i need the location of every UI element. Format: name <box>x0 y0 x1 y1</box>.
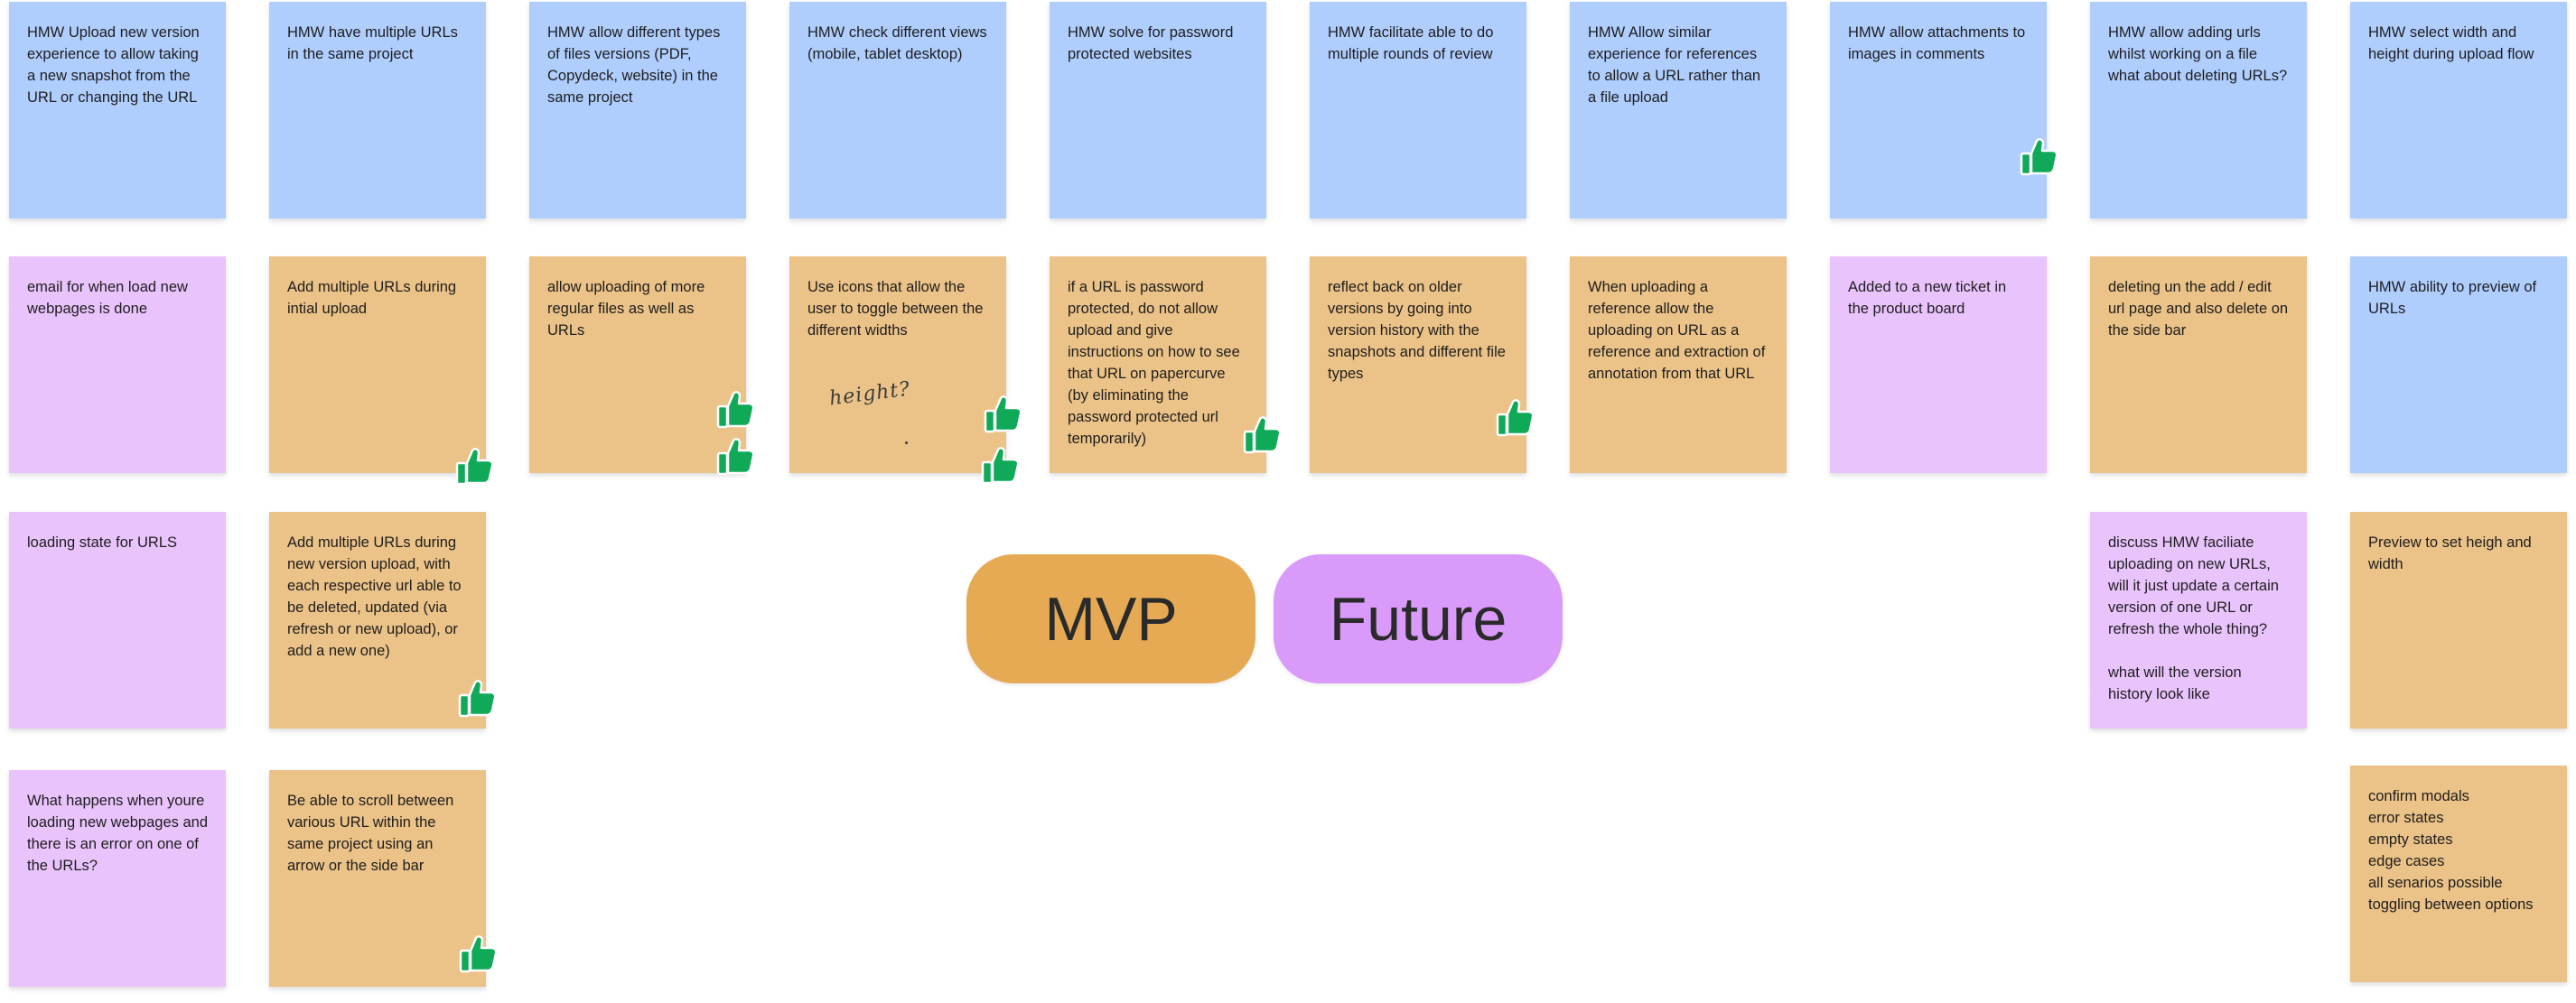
sticky-note-hmw-9[interactable]: HMW allow adding urls whilst working on … <box>2090 2 2307 218</box>
sticky-note-hmw-2[interactable]: HMW have multiple URLs in the same proje… <box>269 2 486 218</box>
future-label[interactable]: Future <box>1274 554 1563 683</box>
sticky-note-edge-cases[interactable]: confirm modals error states empty states… <box>2350 766 2567 982</box>
sticky-note-idea-10[interactable]: HMW ability to preview of URLs <box>2350 256 2567 473</box>
sticky-note-idea-3[interactable]: allow uploading of more regular files as… <box>529 256 746 473</box>
sticky-note-discuss-hmw[interactable]: discuss HMW faciliate uploading on new U… <box>2090 512 2307 729</box>
mvp-label[interactable]: MVP <box>966 554 1255 683</box>
thumbs-up-icon[interactable] <box>1495 398 1535 440</box>
sticky-note-idea-6[interactable]: reflect back on older versions by going … <box>1310 256 1526 473</box>
sticky-note-hmw-6[interactable]: HMW facilitate able to do multiple round… <box>1310 2 1526 218</box>
thumbs-up-icon[interactable] <box>715 390 755 432</box>
thumbs-up-icon[interactable] <box>983 395 1022 436</box>
ink-dot <box>905 441 908 444</box>
sticky-note-new-version-urls[interactable]: Add multiple URLs during new version upl… <box>269 512 486 729</box>
thumbs-up-icon[interactable] <box>980 446 1020 488</box>
sticky-note-idea-1[interactable]: email for when load new webpages is done <box>9 256 226 473</box>
sticky-note-hmw-8[interactable]: HMW allow attachments to images in comme… <box>1830 2 2047 218</box>
thumbs-up-icon[interactable] <box>2019 137 2058 179</box>
sticky-note-hmw-7[interactable]: HMW Allow similar experience for referen… <box>1570 2 1787 218</box>
sticky-note-preview-size[interactable]: Preview to set heigh and width <box>2350 512 2567 729</box>
sticky-note-loading-state[interactable]: loading state for URLS <box>9 512 226 729</box>
thumbs-up-icon[interactable] <box>458 934 498 976</box>
sticky-note-idea-2[interactable]: Add multiple URLs during intial upload <box>269 256 486 473</box>
sticky-note-hmw-4[interactable]: HMW check different views (mobile, table… <box>789 2 1006 218</box>
sticky-note-idea-4[interactable]: Use icons that allow the user to toggle … <box>789 256 1006 473</box>
thumbs-up-icon[interactable] <box>715 437 755 478</box>
sticky-note-error-on-url[interactable]: What happens when youre loading new webp… <box>9 770 226 987</box>
thumbs-up-icon[interactable] <box>1242 415 1282 457</box>
sticky-note-idea-8[interactable]: Added to a new ticket in the product boa… <box>1830 256 2047 473</box>
sticky-note-idea-5[interactable]: if a URL is password protected, do not a… <box>1050 256 1266 473</box>
sticky-note-hmw-3[interactable]: HMW allow different types of files versi… <box>529 2 746 218</box>
sticky-note-idea-9[interactable]: deleting un the add / edit url page and … <box>2090 256 2307 473</box>
sticky-note-hmw-1[interactable]: HMW Upload new version experience to all… <box>9 2 226 218</box>
sticky-note-scroll-between-urls[interactable]: Be able to scroll between various URL wi… <box>269 770 486 987</box>
sticky-note-idea-7[interactable]: When uploading a reference allow the upl… <box>1570 256 1787 473</box>
thumbs-up-icon[interactable] <box>454 447 494 488</box>
sticky-note-hmw-10[interactable]: HMW select width and height during uploa… <box>2350 2 2567 218</box>
thumbs-up-icon[interactable] <box>457 679 497 720</box>
sticky-note-hmw-5[interactable]: HMW solve for password protected website… <box>1050 2 1266 218</box>
